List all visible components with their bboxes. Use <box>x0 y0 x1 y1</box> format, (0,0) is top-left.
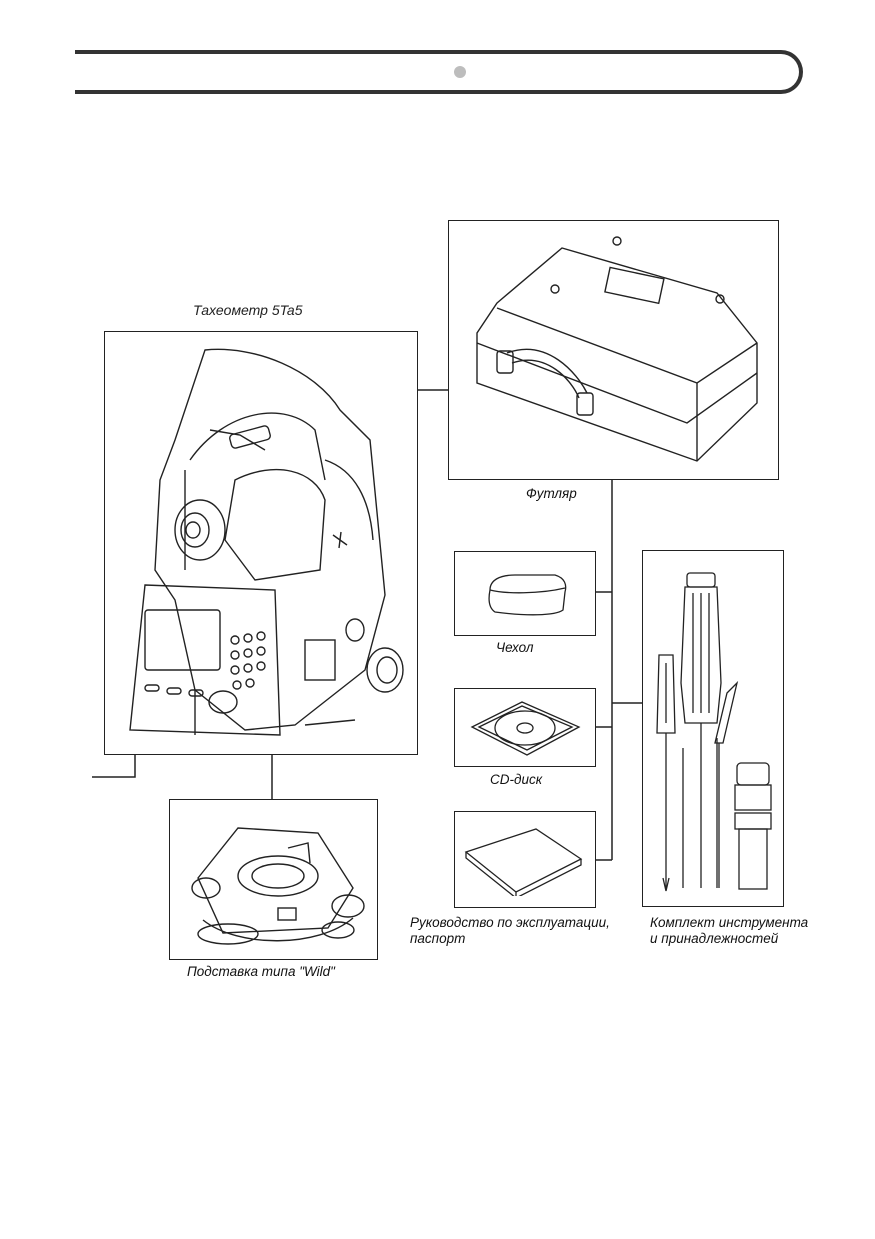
cover-panel <box>454 551 596 636</box>
total-station-caption: Тахеометр 5Ta5 <box>193 302 303 318</box>
manual-panel <box>454 811 596 908</box>
total-station-illustration <box>129 348 404 736</box>
toolkit-illustration <box>656 572 772 892</box>
case-panel <box>448 220 779 480</box>
cover-caption: Чехол <box>496 640 534 655</box>
cover-illustration <box>488 574 567 616</box>
total-station-panel <box>104 331 418 755</box>
toolkit-panel <box>642 550 784 907</box>
cd-panel <box>454 688 596 767</box>
header-bar <box>75 50 803 94</box>
tribrach-illustration <box>191 827 365 945</box>
cd-caption: CD-диск <box>490 772 543 787</box>
header-dot <box>454 66 466 78</box>
case-caption: Футляр <box>526 486 577 501</box>
tribrach-panel <box>169 799 378 960</box>
manual-caption: Руководство по эксплуатации, паспорт <box>410 915 610 946</box>
toolkit-caption: Комплект инструмента и принадлежностей <box>650 915 809 946</box>
tribrach-caption: Подставка типа "Wild" <box>187 964 335 979</box>
case-illustration <box>476 236 758 462</box>
cd-illustration <box>470 701 581 756</box>
manual-illustration <box>464 828 583 896</box>
